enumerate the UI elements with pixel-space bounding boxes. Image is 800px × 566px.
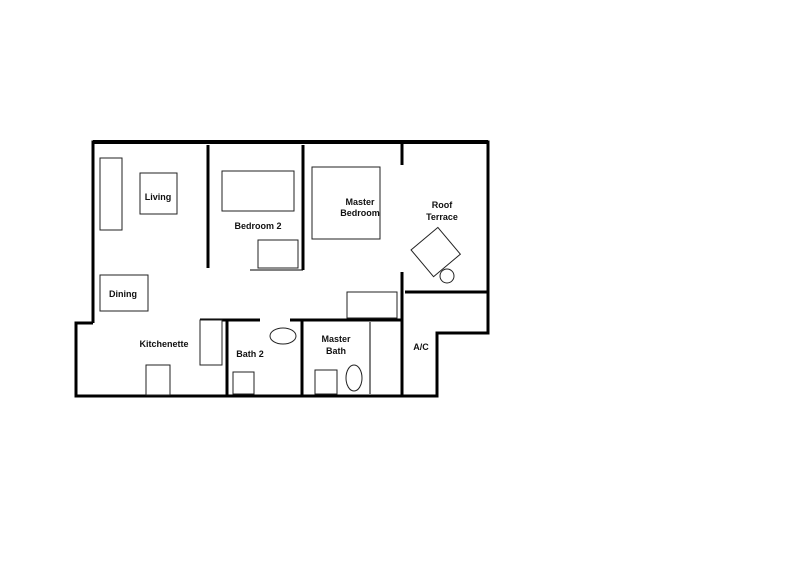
label-master-bath-2: Bath: [326, 346, 346, 356]
kitchen-counter: [199, 319, 223, 366]
wardrobe: [257, 239, 299, 269]
sink-master-bath: [314, 369, 338, 395]
label-ac: A/C: [413, 342, 429, 352]
label-roof-terrace-2: Terrace: [426, 212, 458, 222]
fridge: [145, 364, 171, 396]
label-roof-terrace-1: Roof: [432, 200, 453, 210]
toilet-bath2: [269, 327, 297, 345]
coffee-table: [139, 172, 178, 215]
label-bath-2: Bath 2: [236, 349, 264, 359]
sink-bath2: [232, 371, 255, 395]
master-bed: [311, 166, 381, 240]
side-table: [439, 268, 455, 284]
outer-walls: [74, 140, 490, 398]
furniture: [99, 157, 462, 396]
label-bedroom-2: Bedroom 2: [234, 221, 281, 231]
bed-2: [221, 170, 295, 212]
label-kitchenette: Kitchenette: [139, 339, 188, 349]
toilet-master-bath: [345, 364, 363, 392]
label-master-bath-1: Master: [321, 334, 351, 344]
sofa: [99, 157, 123, 231]
label-dining: Dining: [109, 289, 137, 299]
label-master-bedroom-2: Bedroom: [340, 208, 380, 218]
label-living: Living: [145, 192, 172, 202]
interior-walls: [200, 142, 488, 396]
dining-table: [99, 274, 149, 312]
label-master-bedroom-1: Master: [345, 197, 375, 207]
sun-lounger: [410, 226, 462, 278]
wardrobe-master: [346, 291, 398, 319]
